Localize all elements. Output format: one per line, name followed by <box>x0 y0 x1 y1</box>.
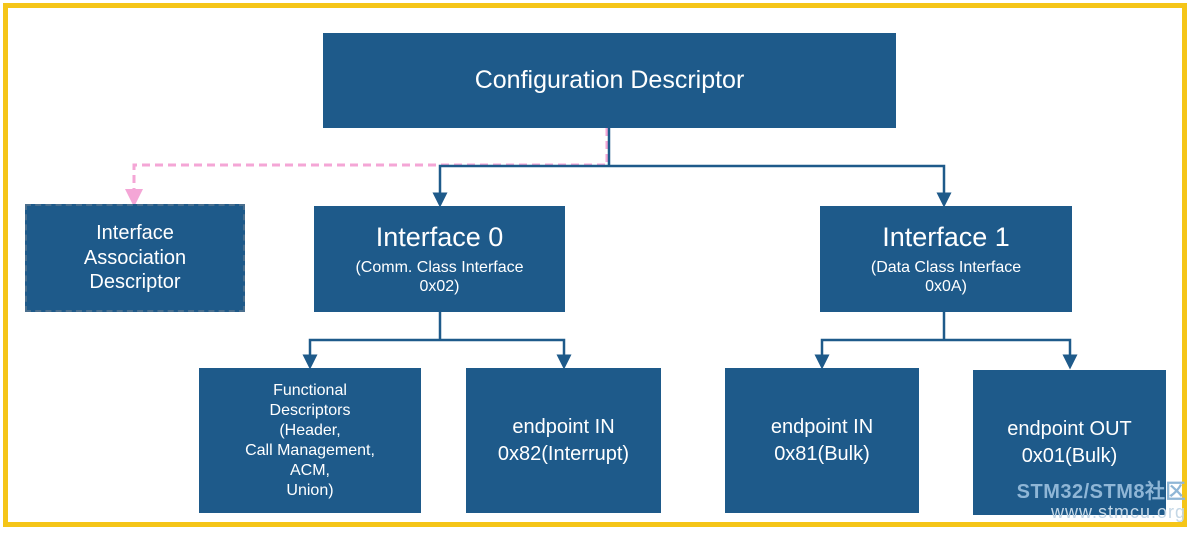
endpoint-in-bulk-box: endpoint IN 0x81(Bulk) <box>725 368 919 513</box>
functional-descriptors-box: Functional Descriptors (Header, Call Man… <box>199 368 421 513</box>
interface0-to-ep82 <box>440 338 572 370</box>
interface1-to-ep81 <box>814 338 944 370</box>
interface-1-title: Interface 1 <box>882 222 1010 253</box>
interface1-to-ep01 <box>944 338 1078 370</box>
configuration-descriptor-box: Configuration Descriptor <box>323 33 896 128</box>
configuration-descriptor-title: Configuration Descriptor <box>474 66 745 95</box>
functional-line-6: Union) <box>286 481 334 499</box>
watermark-brand: STM32/STM8社区 <box>1016 481 1186 503</box>
interface-1-subtitle: (Data Class Interface <box>870 258 1022 276</box>
iad-line-2: Association <box>83 246 187 269</box>
ep01-line-2: 0x01(Bulk) <box>1021 444 1118 467</box>
interface-1-box: Interface 1 (Data Class Interface 0x0A) <box>820 206 1072 312</box>
functional-line-5: ACM, <box>290 461 330 479</box>
watermark: STM32/STM8社区 www.stmcu.org <box>1017 482 1186 522</box>
interface0-to-functional <box>302 338 440 370</box>
iad-link <box>125 128 609 207</box>
endpoint-out-bulk-box: endpoint OUT 0x01(Bulk) <box>973 370 1166 515</box>
iad-line-1: Interface <box>96 222 174 245</box>
iad-line-3: Descriptor <box>89 271 181 294</box>
ep82-line-2: 0x82(Interrupt) <box>497 442 630 465</box>
config-to-interface1 <box>609 164 952 208</box>
interface-0-code: 0x02) <box>419 278 460 296</box>
ep82-line-1: endpoint IN <box>512 415 615 438</box>
interface-1-code: 0x0A) <box>925 278 967 296</box>
interface-0-title: Interface 0 <box>375 222 504 253</box>
interface-0-subtitle: (Comm. Class Interface <box>355 258 524 276</box>
interface-association-descriptor-box: Interface Association Descriptor <box>25 204 245 312</box>
functional-line-1: Functional <box>273 381 347 399</box>
functional-line-3: (Header, <box>279 421 341 439</box>
endpoint-in-interrupt-box: endpoint IN 0x82(Interrupt) <box>466 368 661 513</box>
functional-line-4: Call Management, <box>245 441 375 459</box>
config-to-interface0 <box>432 164 609 208</box>
diagram-frame <box>3 3 1187 527</box>
functional-line-2: Descriptors <box>269 401 351 419</box>
ep01-line-1: endpoint OUT <box>1007 417 1132 440</box>
ep81-line-2: 0x81(Bulk) <box>774 442 870 465</box>
ep81-line-1: endpoint IN <box>770 415 874 438</box>
watermark-url: www.stmcu.org <box>1050 502 1186 522</box>
interface-0-box: Interface 0 (Comm. Class Interface 0x02) <box>314 206 565 312</box>
